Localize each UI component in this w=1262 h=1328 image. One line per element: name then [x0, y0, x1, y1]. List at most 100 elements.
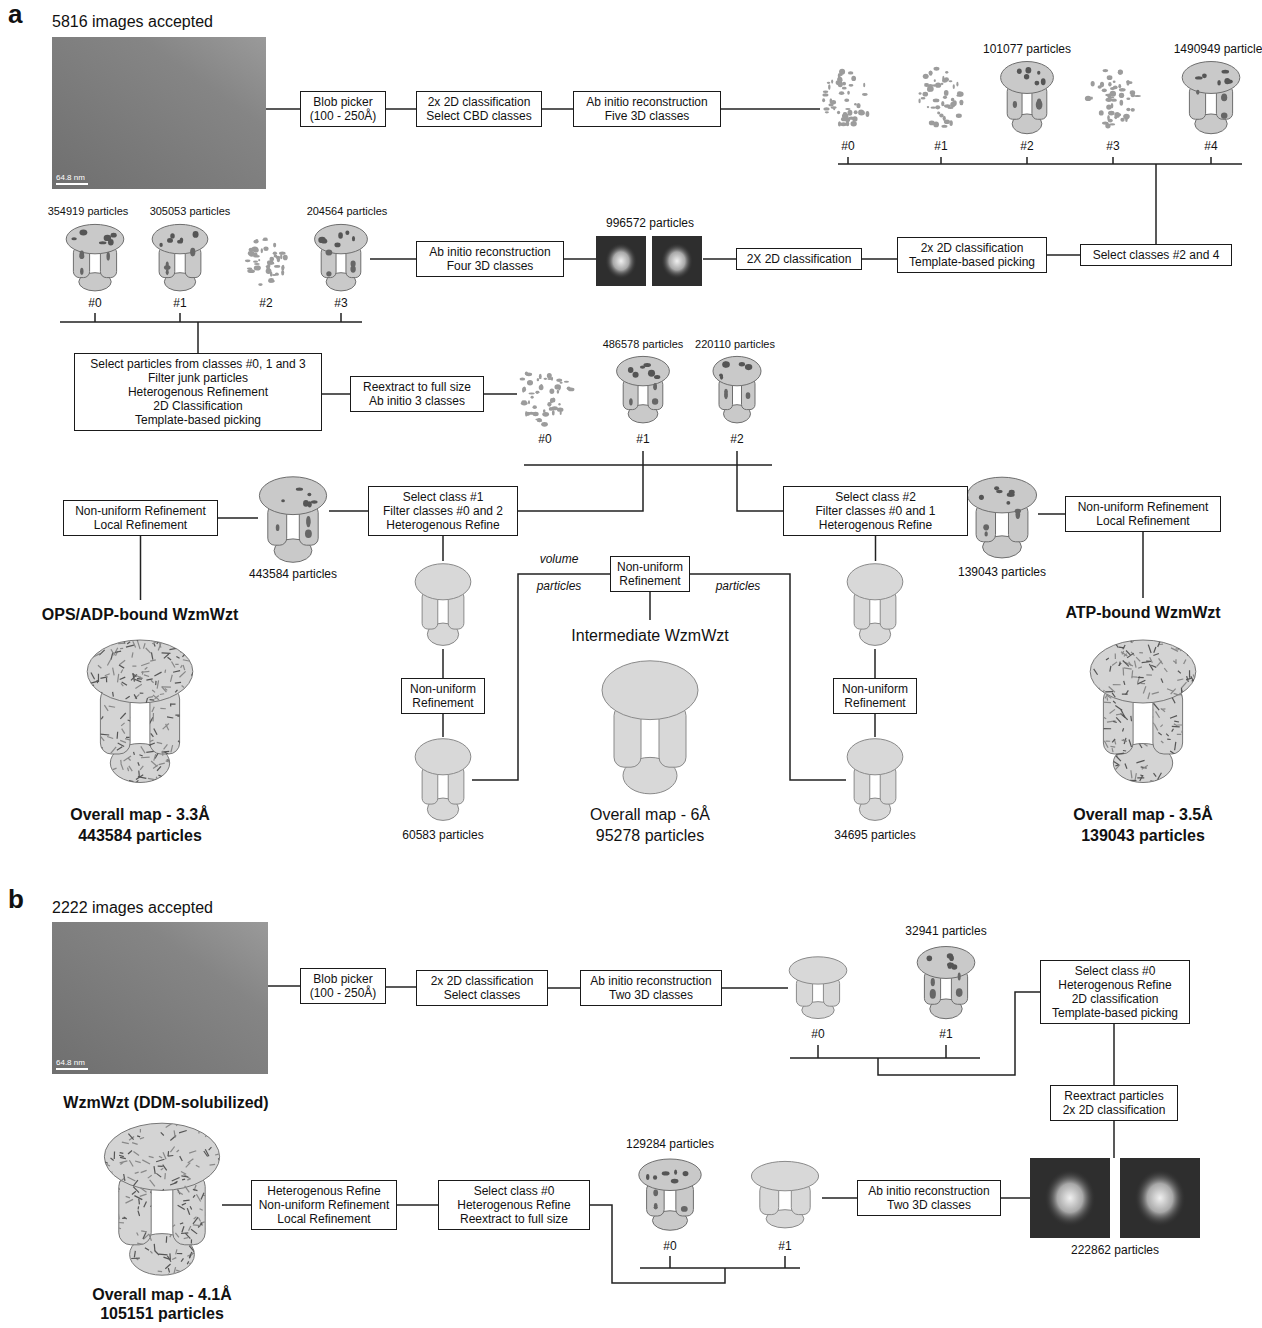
map-stroke — [183, 650, 189, 657]
map-stroke — [1089, 678, 1091, 686]
noise-speck — [934, 67, 940, 71]
map-cavity — [629, 398, 633, 405]
noise-speck — [522, 387, 524, 393]
box-text: Non-uniform Refinement — [1071, 500, 1215, 514]
map-stroke — [1115, 765, 1120, 771]
figure-label: OPS/ADP-bound WzmWzt — [42, 606, 238, 624]
map-stroke — [158, 1166, 163, 1167]
leader-line — [690, 574, 846, 780]
map-stroke — [1094, 777, 1096, 785]
map-stroke — [125, 739, 131, 741]
map-stroke — [182, 1203, 186, 1205]
map-stroke — [156, 777, 158, 784]
map-stroke — [194, 740, 195, 747]
map-lobe — [104, 1123, 219, 1190]
map-stroke — [184, 746, 189, 752]
box-text: 2X 2D classification — [742, 252, 856, 266]
map-stroke — [1193, 674, 1195, 679]
box-text: Filter classes #0 and 1 — [789, 504, 962, 518]
map-stroke — [138, 1211, 140, 1216]
map-stroke — [86, 685, 94, 688]
noise-speck — [552, 410, 555, 415]
leader-line — [329, 510, 368, 512]
density-map — [751, 1161, 818, 1228]
map-stroke — [1102, 725, 1104, 728]
map-stroke — [193, 1189, 198, 1190]
map-stroke — [1170, 716, 1177, 719]
map-stroke — [1186, 641, 1190, 643]
connector — [397, 1204, 438, 1206]
map-cavity — [159, 243, 162, 247]
map-stroke — [1102, 778, 1105, 779]
noise-speck — [839, 91, 844, 95]
box-text: Blob picker (100 - 250Å) — [306, 95, 380, 123]
map-stroke — [1172, 729, 1174, 732]
class-average-blob — [605, 243, 637, 279]
map-cavity — [671, 1179, 679, 1184]
leader-line — [518, 465, 643, 511]
map-stroke — [1186, 759, 1187, 764]
map-stroke — [1149, 726, 1151, 729]
map-stroke — [91, 635, 92, 639]
map-stroke — [193, 1224, 201, 1226]
figure-label: 354919 particles — [48, 205, 129, 218]
map-stroke — [93, 654, 100, 658]
map-stroke — [1190, 761, 1193, 766]
density-map — [847, 739, 903, 821]
map-stroke — [112, 1230, 114, 1235]
figure-label: particles — [716, 580, 761, 594]
map-cavity — [108, 239, 114, 246]
map-stroke — [1131, 770, 1132, 778]
noise-speck — [521, 401, 528, 405]
box-text: Select class #2 — [789, 490, 962, 504]
map-stroke — [1093, 732, 1099, 735]
map-stroke — [206, 1184, 208, 1188]
map-stroke — [1123, 660, 1129, 666]
map-stroke — [207, 1223, 212, 1224]
map-stroke — [137, 1243, 142, 1244]
map-stroke — [137, 634, 142, 640]
map-stroke — [1088, 747, 1092, 750]
map-stroke — [188, 762, 193, 764]
map-stroke — [164, 1173, 166, 1179]
map-stroke — [188, 641, 190, 649]
noise-speck — [929, 71, 933, 76]
map-stroke — [1097, 732, 1100, 737]
map-stroke — [184, 749, 186, 756]
map-stroke — [1188, 748, 1195, 753]
map-stroke — [146, 698, 148, 706]
map-stroke — [1156, 711, 1160, 717]
map-stroke — [1186, 716, 1189, 723]
map-stroke — [120, 713, 125, 719]
figure-label: #3 — [1106, 140, 1119, 154]
map-lobe — [415, 564, 471, 600]
map-cavity — [1024, 74, 1029, 80]
density-map — [639, 1159, 701, 1230]
map-stroke — [128, 720, 133, 722]
map-stroke — [1193, 755, 1201, 758]
map-stroke — [129, 1127, 130, 1130]
map-stroke — [136, 725, 142, 727]
noise-speck — [531, 396, 534, 399]
map-stroke — [204, 1151, 208, 1156]
map-stroke — [111, 1158, 114, 1160]
map-stroke — [1102, 690, 1104, 696]
map-cavity — [984, 531, 987, 536]
map-stroke — [163, 724, 169, 730]
map-stroke — [129, 780, 133, 781]
map-stroke — [152, 707, 154, 712]
leader-line — [721, 108, 820, 110]
map-stroke — [1175, 659, 1176, 664]
map-cavity — [80, 268, 83, 275]
noise-speck — [273, 243, 276, 248]
box-text: 2x 2D classification — [1056, 1103, 1172, 1117]
figure-label: volume — [540, 553, 579, 567]
map-stroke — [120, 1152, 124, 1154]
box-text: Two 3D classes — [863, 1198, 995, 1212]
figure-label: Overall map - 6Å — [590, 806, 710, 824]
map-stroke — [173, 671, 180, 673]
map-stroke — [176, 780, 180, 781]
map-stroke — [98, 665, 101, 668]
map-stroke — [212, 1267, 219, 1272]
figure-label: 1490949 particles — [1174, 43, 1262, 57]
